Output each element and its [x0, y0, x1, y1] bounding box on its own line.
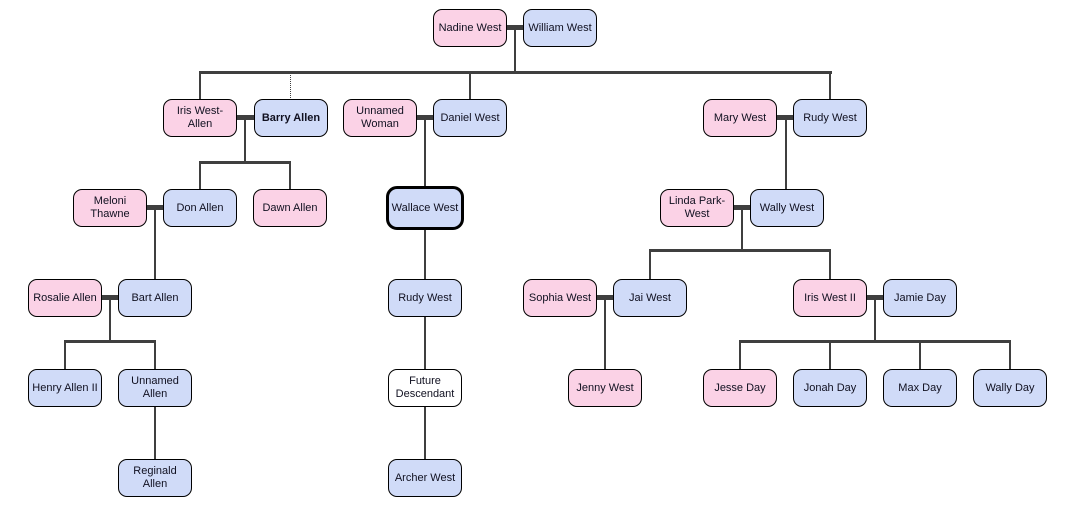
node-sophia-west[interactable]: Sophia West — [523, 279, 597, 317]
drop-line-reginald — [154, 406, 156, 460]
couple-line-rosalie-bart — [98, 295, 122, 300]
drop-line-linda-wally-children — [741, 208, 743, 251]
drop-line-don — [199, 162, 201, 190]
sibling-line-don-dawn — [199, 161, 291, 164]
drop-line-unnamed-allen — [154, 341, 156, 370]
couple-line-iris2-jamie — [863, 295, 887, 300]
node-unnamed-woman[interactable]: Unnamed Woman — [343, 99, 417, 137]
drop-line-jai — [649, 250, 651, 280]
node-reginald-allen[interactable]: Reginald Allen — [118, 459, 192, 497]
sibling-line-day-children — [739, 340, 1011, 343]
couple-line-iris-barry — [233, 115, 258, 120]
node-rosalie-allen[interactable]: Rosalie Allen — [28, 279, 102, 317]
node-henry-allen-ii[interactable]: Henry Allen II — [28, 369, 102, 407]
sibling-line-henry-unnamed — [64, 340, 156, 343]
node-future-descendant[interactable]: Future Descendant — [388, 369, 462, 407]
drop-line-bart — [154, 208, 156, 280]
drop-line-iris2 — [829, 250, 831, 280]
drop-line-iris2-jamie-children — [874, 298, 876, 342]
drop-line-jonah — [829, 341, 831, 370]
node-don-allen[interactable]: Don Allen — [163, 189, 237, 227]
node-daniel-west[interactable]: Daniel West — [433, 99, 507, 137]
node-wally-west[interactable]: Wally West — [750, 189, 824, 227]
drop-line-rosalie-bart-children — [109, 298, 111, 342]
couple-line-nadine-william — [503, 25, 527, 30]
couple-line-unnamed-daniel — [413, 115, 437, 120]
drop-line-rudy — [829, 72, 831, 100]
node-unnamed-allen[interactable]: Unnamed Allen — [118, 369, 192, 407]
sibling-line-gen2 — [199, 71, 832, 74]
node-jai-west[interactable]: Jai West — [613, 279, 687, 317]
node-jesse-day[interactable]: Jesse Day — [703, 369, 777, 407]
node-linda-park-west[interactable]: Linda Park-West — [660, 189, 734, 227]
couple-line-linda-wally — [730, 205, 754, 210]
node-dawn-allen[interactable]: Dawn Allen — [253, 189, 327, 227]
node-rudy-west[interactable]: Rudy West — [793, 99, 867, 137]
couple-line-meloni-don — [143, 205, 167, 210]
sibling-line-jai-iris2 — [649, 249, 831, 252]
drop-line-henry — [64, 341, 66, 370]
dotted-ancestry-line-barry — [290, 75, 291, 100]
node-bart-allen[interactable]: Bart Allen — [118, 279, 192, 317]
node-iris-west-allen[interactable]: Iris West-Allen — [163, 99, 237, 137]
node-archer-west[interactable]: Archer West — [388, 459, 462, 497]
node-william-west[interactable]: William West — [523, 9, 597, 47]
drop-line-iris-barry-children — [244, 118, 246, 163]
drop-line-root — [514, 28, 516, 72]
drop-line-jesse — [739, 341, 741, 370]
drop-line-rudy-ii — [424, 227, 426, 280]
drop-line-dawn — [289, 162, 291, 190]
node-rudy-west-ii[interactable]: Rudy West — [388, 279, 462, 317]
node-barry-allen[interactable]: Barry Allen — [254, 99, 328, 137]
drop-line-wally-day — [1009, 341, 1011, 370]
drop-line-wallace — [424, 118, 426, 188]
couple-line-sophia-jai — [593, 295, 617, 300]
drop-line-archer — [424, 406, 426, 460]
drop-line-wally — [785, 118, 787, 190]
node-iris-west-2[interactable]: Iris West II — [793, 279, 867, 317]
node-max-day[interactable]: Max Day — [883, 369, 957, 407]
node-jenny-west[interactable]: Jenny West — [568, 369, 642, 407]
drop-line-max — [919, 341, 921, 370]
node-wally-day[interactable]: Wally Day — [973, 369, 1047, 407]
node-mary-west[interactable]: Mary West — [703, 99, 777, 137]
node-wallace-west[interactable]: Wallace West — [386, 186, 464, 230]
node-meloni-thawne[interactable]: Meloni Thawne — [73, 189, 147, 227]
drop-line-daniel — [469, 72, 471, 100]
node-jonah-day[interactable]: Jonah Day — [793, 369, 867, 407]
drop-line-iris — [199, 72, 201, 100]
drop-line-future-descendant — [424, 316, 426, 370]
node-jamie-day[interactable]: Jamie Day — [883, 279, 957, 317]
node-nadine-west[interactable]: Nadine West — [433, 9, 507, 47]
drop-line-jenny — [604, 298, 606, 370]
couple-line-mary-rudy — [773, 115, 797, 120]
